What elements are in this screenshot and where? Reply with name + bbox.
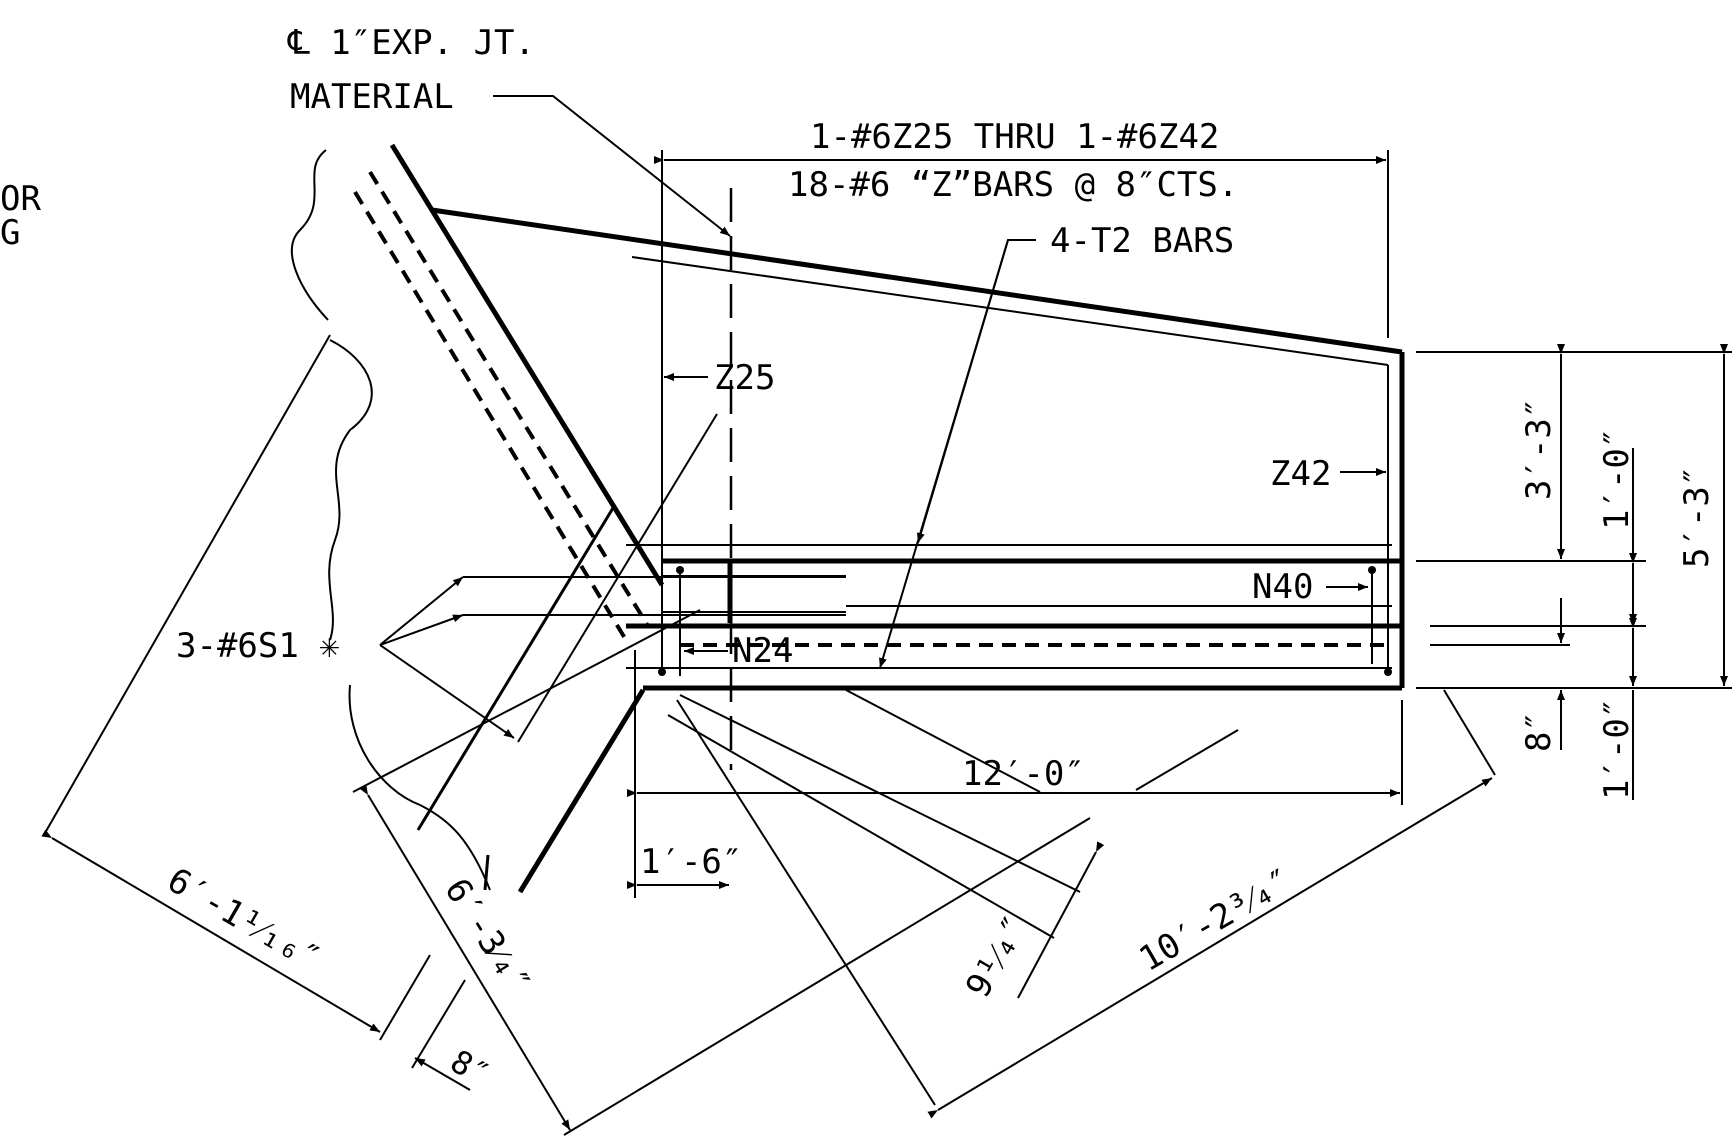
bar-dot-3 — [1368, 566, 1376, 574]
dim-10-2-3-4 — [927, 777, 1493, 1119]
wing-inner-edge-2 — [517, 688, 646, 894]
exp-joint-dashed-2 — [368, 170, 650, 628]
break-line-upper — [290, 149, 329, 321]
dim-text-5-3: 5′-3″ — [1677, 466, 1717, 568]
label-n24: N24 — [732, 631, 793, 671]
exp-joint-dashed-1 — [353, 190, 628, 642]
label-z-bars-line2: 18-#6 “Z”BARS @ 8″CTS. — [788, 165, 1238, 205]
dim-6-1-1-16 — [41, 829, 381, 1033]
s1-bar-4 — [352, 609, 701, 793]
wing-inner-edge-1 — [416, 507, 615, 831]
dim-6-3-4 — [359, 784, 571, 1131]
label-t2-bars: 4-T2 BARS — [1050, 221, 1234, 261]
label-exp-jt-line2: MATERIAL — [290, 77, 454, 117]
dim-text-6-1-1-16: 6′-1¹⁄₁₆″ — [161, 860, 328, 979]
dim-text-1-6: 1′-6″ — [640, 842, 742, 882]
ext-10-mid — [1135, 729, 1239, 791]
label-z-bars-line1: 1-#6Z25 THRU 1-#6Z42 — [810, 117, 1219, 157]
break-line-middle — [328, 339, 373, 641]
ext-10-b — [1443, 689, 1496, 776]
dim-text-9-1-4: 9¹⁄₄″ — [958, 909, 1036, 1005]
break-line-lower — [348, 684, 491, 891]
bar-dot-2 — [658, 668, 666, 676]
label-exp-jt-line1: ℄ 1″EXP. JT. — [287, 23, 535, 63]
slab-top-edge — [431, 207, 1403, 355]
dim-text-8-skew: 8″ — [444, 1042, 496, 1094]
leader-s1-c — [379, 644, 515, 739]
dim-text-3-3: 3′-3″ — [1519, 398, 1559, 500]
ext-6-1-a — [44, 334, 331, 834]
label-cut-off-line2: G — [0, 213, 20, 253]
ext-6-1-b — [379, 954, 431, 1041]
slab-top-inner — [631, 256, 1389, 366]
ext-9-b — [667, 714, 1055, 939]
label-s1-bars: 3-#6S1 ✳ — [176, 626, 340, 666]
label-cut-off-line1: OR — [0, 179, 41, 219]
dim-text-1-0-lower: 1′-0″ — [1597, 698, 1637, 800]
dim-text-10-2-3-4: 10′-2³⁄₄″ — [1133, 860, 1300, 979]
bar-dot-4 — [1384, 668, 1392, 676]
leader-exp-jt — [493, 95, 731, 237]
label-z25: Z25 — [714, 358, 775, 398]
dim-text-12-0: 12′-0″ — [962, 754, 1085, 794]
label-z42: Z42 — [1270, 454, 1331, 494]
leader-s1-b — [379, 614, 464, 646]
ext-10-a — [676, 699, 936, 1106]
leader-t2-bars-b — [879, 239, 1009, 669]
leader-s1-a — [379, 576, 464, 646]
wing-outer-edge — [389, 143, 665, 587]
bar-dot-1 — [676, 566, 684, 574]
dim-text-1-0-upper: 1′-0″ — [1597, 428, 1637, 530]
label-n40: N40 — [1252, 567, 1313, 607]
dim-text-8: 8″ — [1519, 711, 1559, 752]
ext-10-mid-2 — [845, 689, 1041, 793]
